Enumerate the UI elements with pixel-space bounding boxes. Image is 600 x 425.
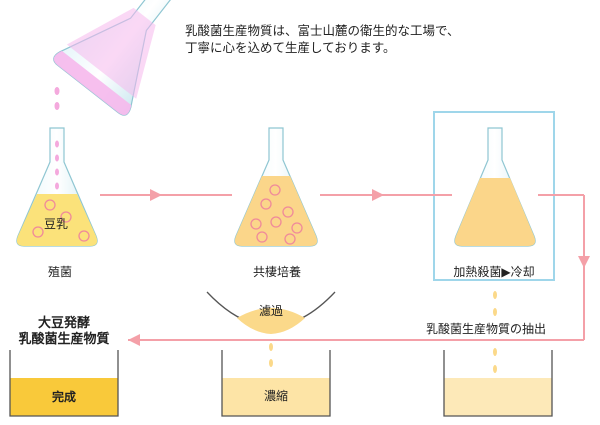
beaker-extract	[443, 350, 553, 417]
beaker-concentrate	[221, 350, 331, 417]
intro-line-1: 乳酸菌生産物質は、富士山麓の衛生的な工場で、	[185, 23, 460, 38]
result-title-line-2: 乳酸菌生産物質	[18, 332, 110, 347]
flask-soymilk-label: 豆乳	[44, 217, 69, 231]
intro-text: 乳酸菌生産物質は、富士山麓の衛生的な工場で、 丁寧に心を込めて生産しております。	[185, 22, 460, 56]
pouring-flask	[53, 0, 178, 116]
step-extract-label: 乳酸菌生産物質の抽出	[426, 322, 547, 336]
step-coculture-label: 共棲培養	[252, 265, 301, 279]
step-filter-label: 濾過	[258, 304, 283, 318]
bubbles	[32, 199, 90, 242]
flask-coculture	[234, 127, 318, 247]
filter-bowl	[206, 291, 336, 334]
drops-filter	[269, 343, 273, 367]
bubbles	[250, 184, 303, 245]
step-sterilize-label: 加熱殺菌▶冷却	[453, 265, 535, 279]
step-complete-label: 完成	[51, 390, 76, 404]
flow-arrows	[100, 189, 590, 346]
drops-extract	[493, 291, 497, 373]
flask-breeding	[16, 127, 98, 247]
beaker-complete	[9, 350, 119, 417]
intro-line-2: 丁寧に心を込めて生産しております。	[185, 40, 396, 55]
step-concentrate-label: 濃縮	[263, 389, 288, 403]
result-title-line-1: 大豆発酵	[37, 316, 90, 331]
flask-sterilize	[454, 127, 536, 247]
step-breeding-label: 殖菌	[47, 265, 72, 279]
